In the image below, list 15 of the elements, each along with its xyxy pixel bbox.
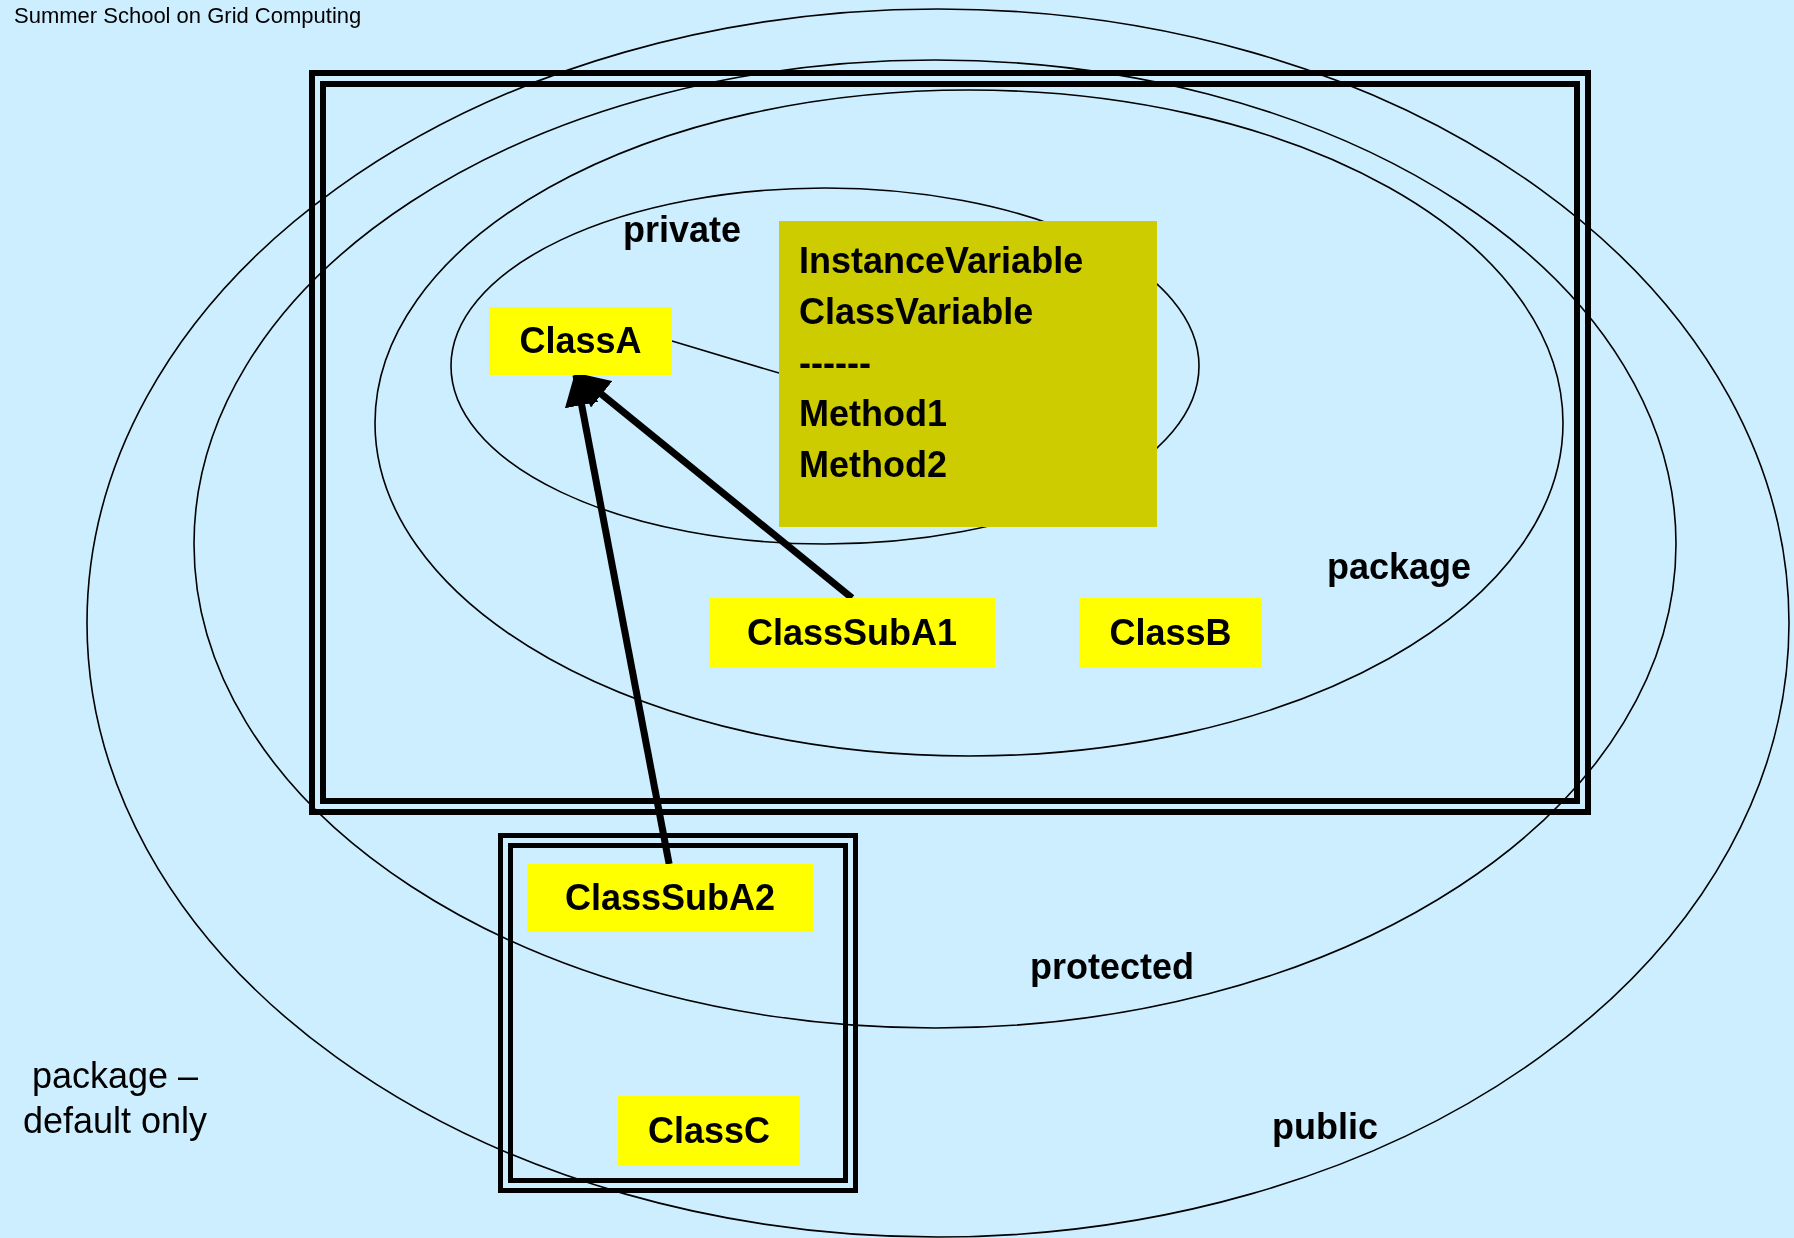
scope-label: public [1272, 1105, 1378, 1149]
scope-label: private [623, 208, 742, 252]
class-box: ClassC [618, 1096, 800, 1166]
class-box: ClassSubA1 [709, 598, 995, 668]
class-box: ClassA [489, 307, 672, 375]
scope-label: protected [1030, 945, 1195, 989]
note-text: package – default only [21, 1054, 209, 1143]
class-members-box: InstanceVariable ClassVariable ------ Method1 Method2 [779, 221, 1157, 527]
scope-label: package [1327, 545, 1472, 589]
class-box: ClassSubA2 [527, 864, 813, 932]
class-box: ClassB [1079, 598, 1262, 668]
connector-line [671, 340, 780, 374]
package-frame [309, 70, 1591, 815]
header-text: Summer School on Grid Computing [14, 2, 362, 30]
package-frame [498, 833, 858, 1193]
